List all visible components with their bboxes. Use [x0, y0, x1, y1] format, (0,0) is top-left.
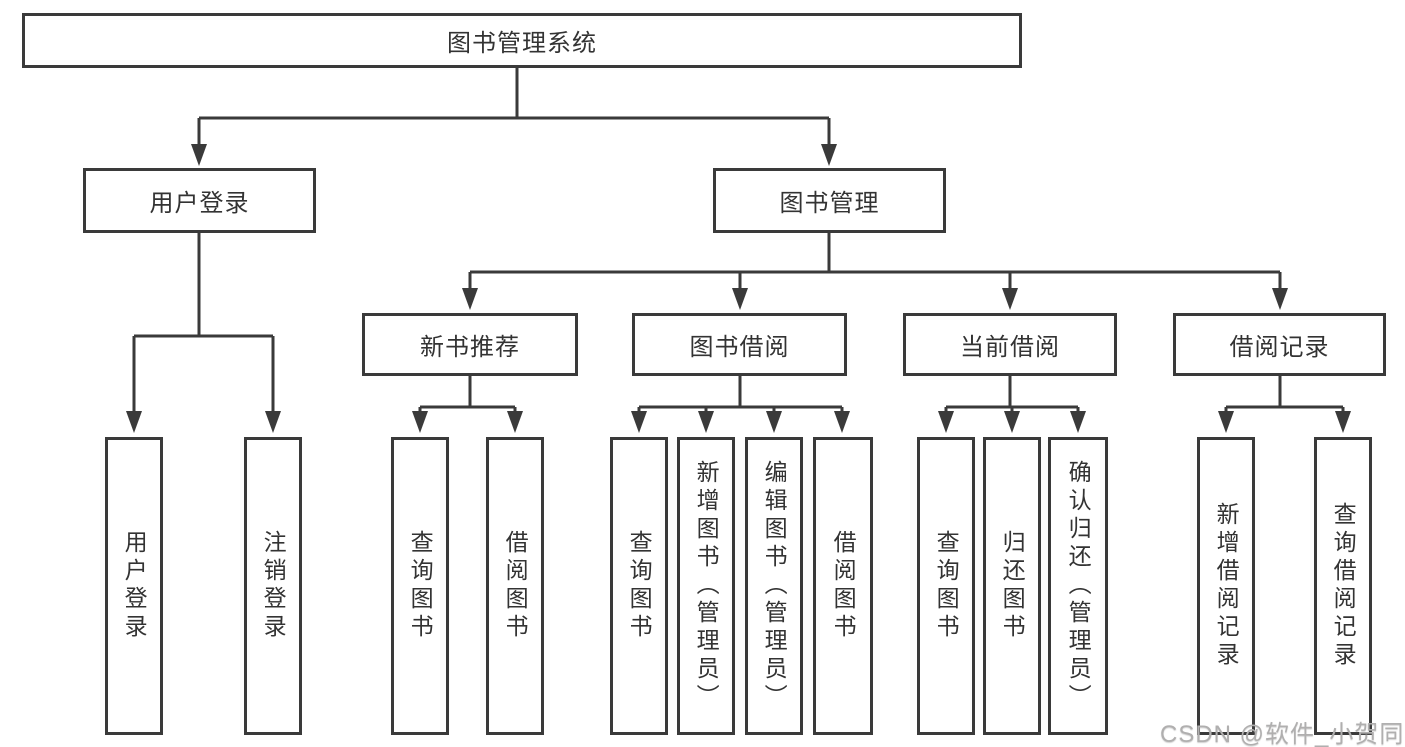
node-book-borrow-label: 图书借阅 [689, 334, 790, 361]
node-book-borrow: 图书借阅 [632, 313, 847, 376]
edge-root-to-level2 [197, 68, 831, 146]
leaf-confirm-return-admin-label: 确认归还（管理员） [1065, 460, 1092, 712]
leaf-add-books-admin: 新增图书（管理员） [677, 437, 735, 735]
leaf-return-books: 归还图书 [983, 437, 1041, 735]
edge-userlogin-to-children [132, 233, 275, 413]
leaf-edit-books-admin-label: 编辑图书（管理员） [761, 460, 788, 712]
leaf-user-login-label: 用户登录 [121, 530, 148, 642]
node-current-borrow: 当前借阅 [903, 313, 1117, 376]
leaf-add-books-admin-label: 新增图书（管理员） [693, 460, 720, 712]
node-user-login: 用户登录 [83, 168, 316, 233]
node-book-management-label: 图书管理 [779, 190, 880, 217]
edge-borrowrecords-to-children [1224, 376, 1345, 413]
leaf-query-books-recommend: 查询图书 [391, 437, 449, 735]
node-current-borrow-label: 当前借阅 [960, 334, 1060, 361]
leaf-add-borrow-record-label: 新增借阅记录 [1213, 502, 1240, 670]
leaf-confirm-return-admin: 确认归还（管理员） [1048, 437, 1108, 735]
node-user-login-label: 用户登录 [149, 190, 250, 217]
leaf-query-books-current-label: 查询图书 [933, 530, 960, 642]
csdn-watermark: CSDN @软件_小贺同学 [1160, 721, 1405, 747]
leaf-query-books-recommend-label: 查询图书 [407, 530, 434, 642]
node-root-system: 图书管理系统 [22, 13, 1022, 68]
node-root-system-label: 图书管理系统 [447, 30, 597, 57]
leaf-borrow-books-recommend: 借阅图书 [486, 437, 544, 735]
leaf-logout-label: 注销登录 [260, 530, 287, 642]
edge-newbookrec-to-children [418, 376, 517, 413]
leaf-borrow-books-recommend-label: 借阅图书 [502, 530, 529, 642]
leaf-query-books-current: 查询图书 [917, 437, 975, 735]
node-new-book-recommend: 新书推荐 [362, 313, 578, 376]
leaf-logout: 注销登录 [244, 437, 302, 735]
leaf-query-borrow-record-label: 查询借阅记录 [1330, 502, 1357, 670]
leaf-query-borrow-record: 查询借阅记录 [1314, 437, 1372, 735]
node-borrow-records: 借阅记录 [1173, 313, 1386, 376]
leaf-edit-books-admin: 编辑图书（管理员） [745, 437, 803, 735]
edge-bookborrow-to-children [637, 376, 844, 413]
leaf-user-login: 用户登录 [105, 437, 163, 735]
leaf-query-books-borrow: 查询图书 [610, 437, 668, 735]
leaf-add-borrow-record: 新增借阅记录 [1197, 437, 1255, 735]
node-borrow-records-label: 借阅记录 [1229, 334, 1330, 361]
leaf-query-books-borrow-label: 查询图书 [626, 530, 653, 642]
leaf-borrow-books-label: 借阅图书 [830, 530, 857, 642]
node-new-book-recommend-label: 新书推荐 [420, 334, 520, 361]
leaf-return-books-label: 归还图书 [999, 530, 1026, 642]
node-book-management: 图书管理 [713, 168, 946, 233]
leaf-borrow-books: 借阅图书 [813, 437, 873, 735]
edge-bookmgmt-to-level3 [468, 233, 1282, 290]
edge-currentborrow-to-children [944, 376, 1080, 413]
